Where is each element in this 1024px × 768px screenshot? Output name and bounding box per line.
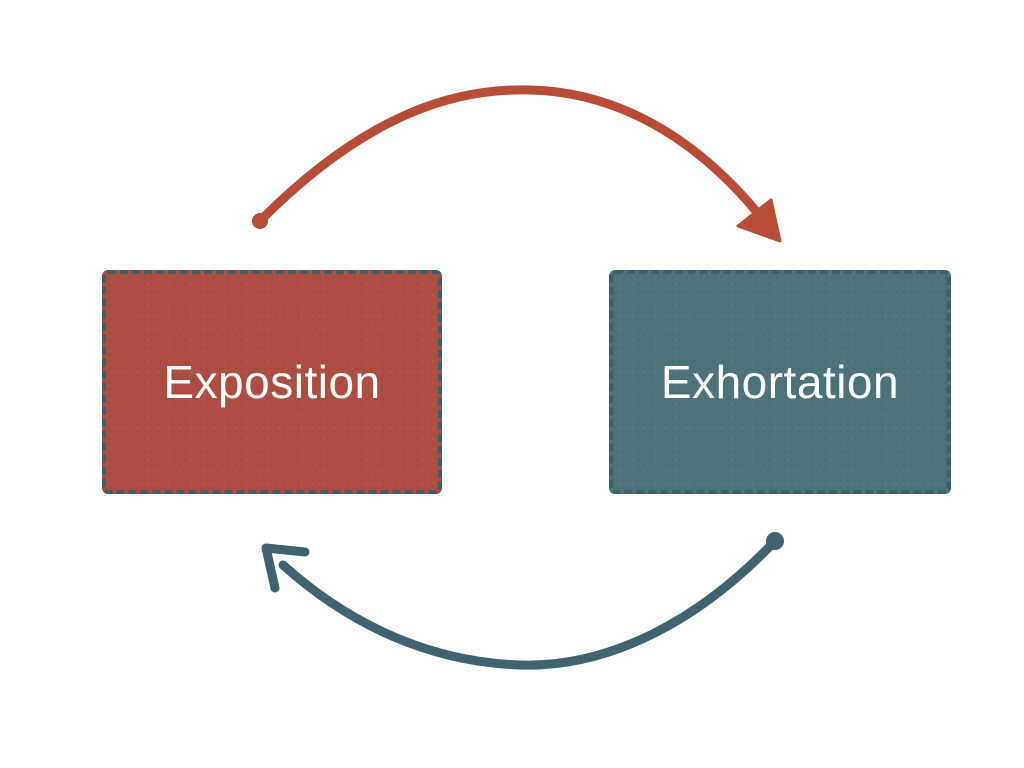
node-exhortation-label: Exhortation — [660, 356, 900, 408]
arrow-exposition-to-exhortation — [252, 85, 782, 243]
node-exposition-label: Exposition — [163, 356, 381, 408]
arrow-exhortation-to-exposition — [261, 532, 784, 670]
node-exposition: Exposition — [102, 270, 442, 494]
node-exhortation: Exhortation — [609, 270, 951, 494]
